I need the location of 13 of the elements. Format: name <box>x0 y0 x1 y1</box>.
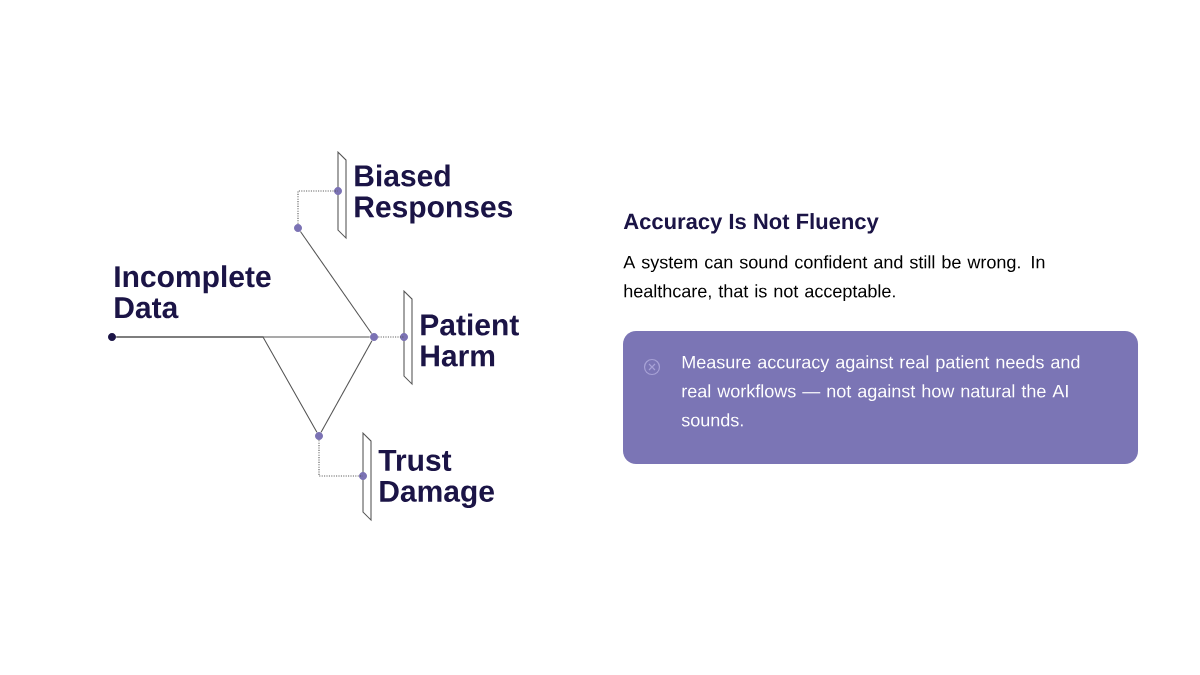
body-text: A system can sound confident and still be wrong. In healthcare, that is not acceptable. <box>623 255 1045 302</box>
connector <box>297 190 339 225</box>
node-label: Incomplete Data <box>115 265 271 319</box>
connector <box>318 439 364 477</box>
heading-text: Biased Responses <box>355 164 513 224</box>
heading: Accuracy Is Not Fluency <box>623 213 879 234</box>
connector <box>320 340 373 433</box>
callout-card: Measure accuracy against real patient needs and real workflows — not against how natural the AI sounds. <box>623 331 1138 464</box>
heading-text: Trust Damage <box>378 450 494 508</box>
heading-text: Patient Harm <box>421 313 519 367</box>
connector <box>115 336 318 433</box>
connector <box>377 336 405 338</box>
connector <box>299 230 373 335</box>
